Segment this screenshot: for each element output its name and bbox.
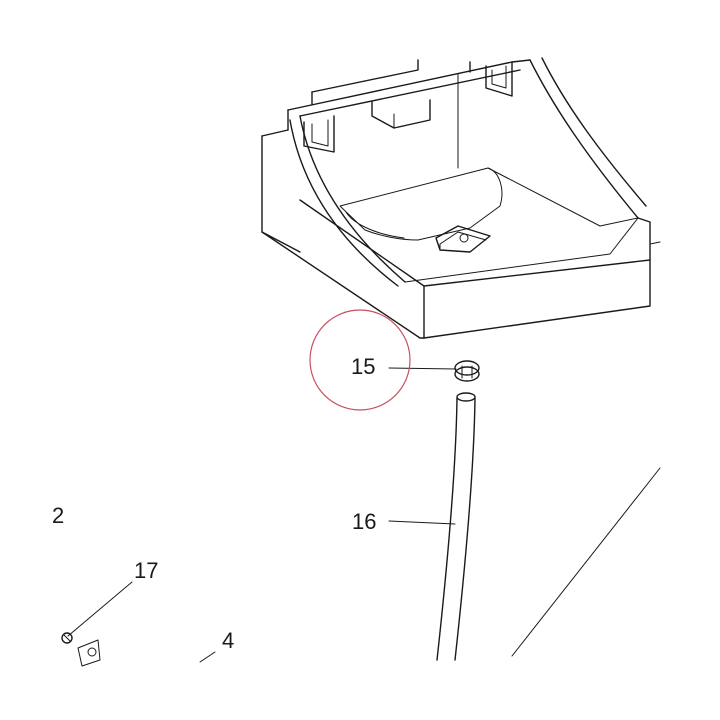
highlight-circle bbox=[309, 309, 411, 411]
callout-4: 4 bbox=[222, 628, 234, 653]
callout-16: 16 bbox=[352, 509, 376, 534]
part-16-hose bbox=[436, 392, 476, 661]
part-17-screw bbox=[61, 632, 101, 667]
background-panel-edge bbox=[511, 467, 661, 657]
callout-15: 15 bbox=[351, 354, 375, 379]
leader-line-15 bbox=[388, 367, 457, 370]
leader-line-17 bbox=[67, 581, 133, 637]
callout-17: 17 bbox=[134, 558, 158, 583]
callout-2: 2 bbox=[52, 503, 64, 528]
part-15-grommet bbox=[454, 360, 480, 382]
leader-line-4 bbox=[199, 651, 216, 663]
bracket-housing bbox=[261, 57, 661, 339]
leader-line-16 bbox=[388, 520, 456, 525]
